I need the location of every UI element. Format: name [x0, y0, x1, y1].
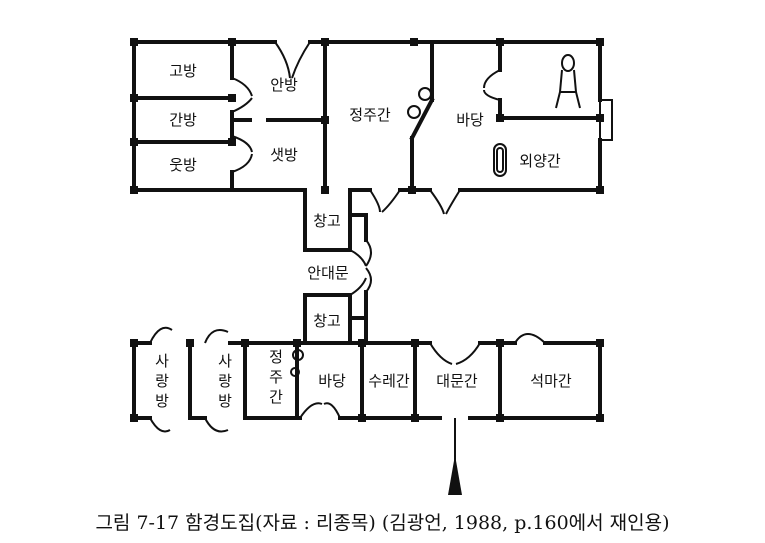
upper-posts — [130, 38, 604, 194]
room-label-jeongjugan-small-3: 간 — [269, 388, 283, 406]
room-label-oeyanggan: 외양간 — [519, 152, 561, 170]
trough-icon — [493, 143, 507, 177]
andaemun-doors — [349, 239, 372, 296]
room-label-jeongjugan: 정주간 — [349, 106, 391, 124]
room-label-sarangbang1-2: 랑 — [155, 372, 169, 390]
figure-caption: 그림 7-17 함경도집(자료 : 리종목) (김광언, 1988, p.160… — [95, 512, 670, 534]
room-label-gobang: 고방 — [169, 62, 197, 80]
room-label-utbang: 웃방 — [169, 156, 197, 174]
room-label-sarangbang1-3: 방 — [155, 392, 169, 410]
connector-walls — [303, 188, 368, 342]
lower-house-walls — [132, 341, 602, 420]
room-label-seokmagan: 석마간 — [530, 372, 572, 390]
entrance-arrow-icon — [448, 418, 462, 495]
room-label-jeongjugan-small-1: 정 — [269, 348, 283, 366]
room-label-changgo-lower: 창고 — [313, 312, 341, 330]
room-label-ganbang: 간방 — [169, 111, 197, 129]
ox-icon — [555, 54, 581, 109]
upper-house-doors — [231, 41, 501, 215]
cauldron-icons — [407, 87, 432, 119]
room-label-daemungan: 대문간 — [436, 372, 478, 390]
room-label-sarangbang2-2: 랑 — [218, 372, 232, 390]
lower-house-doors — [149, 326, 546, 433]
room-label-badang-small: 바당 — [318, 372, 346, 390]
room-label-badang: 바당 — [456, 111, 484, 129]
room-label-suregan: 수레간 — [368, 372, 410, 390]
room-label-sarangbang2-1: 사 — [218, 352, 232, 370]
room-label-sarangbang1-1: 사 — [155, 352, 169, 370]
lower-posts — [130, 339, 604, 422]
room-label-saetbang: 샛방 — [270, 146, 298, 164]
room-label-anbang: 안방 — [270, 76, 298, 94]
room-label-changgo-upper: 창고 — [313, 212, 341, 230]
room-label-sarangbang2-3: 방 — [218, 392, 232, 410]
small-cauldron-icons — [290, 349, 304, 377]
floor-plan: 고방 간방 웃방 안방 샛방 정주간 바당 외양간 창고 안대문 창고 사 랑 … — [130, 38, 613, 495]
room-label-jeongjugan-small-2: 주 — [269, 368, 283, 386]
room-label-andaemun: 안대문 — [307, 264, 349, 282]
